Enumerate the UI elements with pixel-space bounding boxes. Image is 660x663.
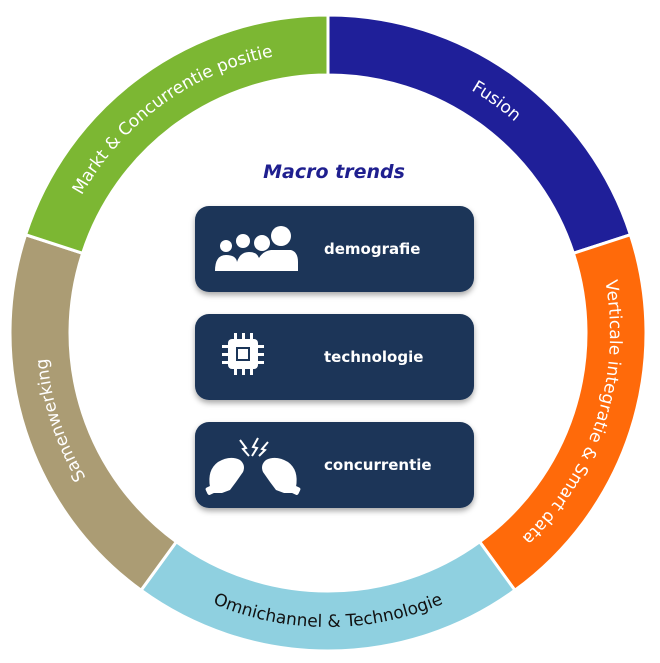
trend-box-concurrentie: concurrentie	[195, 422, 474, 508]
center-title: Macro trends	[263, 161, 405, 183]
boxing-gloves-icon	[205, 437, 301, 495]
trend-box-technologie: technologie	[195, 314, 474, 400]
trend-box-demografie: demografie	[195, 206, 474, 292]
ring	[8, 13, 648, 653]
trend-label-concurrentie: concurrentie	[324, 456, 432, 474]
trend-label-technologie: technologie	[324, 348, 423, 366]
segment-markt-concurrentie	[23, 13, 330, 256]
people-group-icon	[215, 226, 298, 271]
segment-samenwerking	[8, 232, 179, 593]
segment-omnichannel	[138, 539, 518, 653]
microchip-icon	[222, 333, 264, 375]
trend-label-demografie: demografie	[324, 240, 420, 258]
